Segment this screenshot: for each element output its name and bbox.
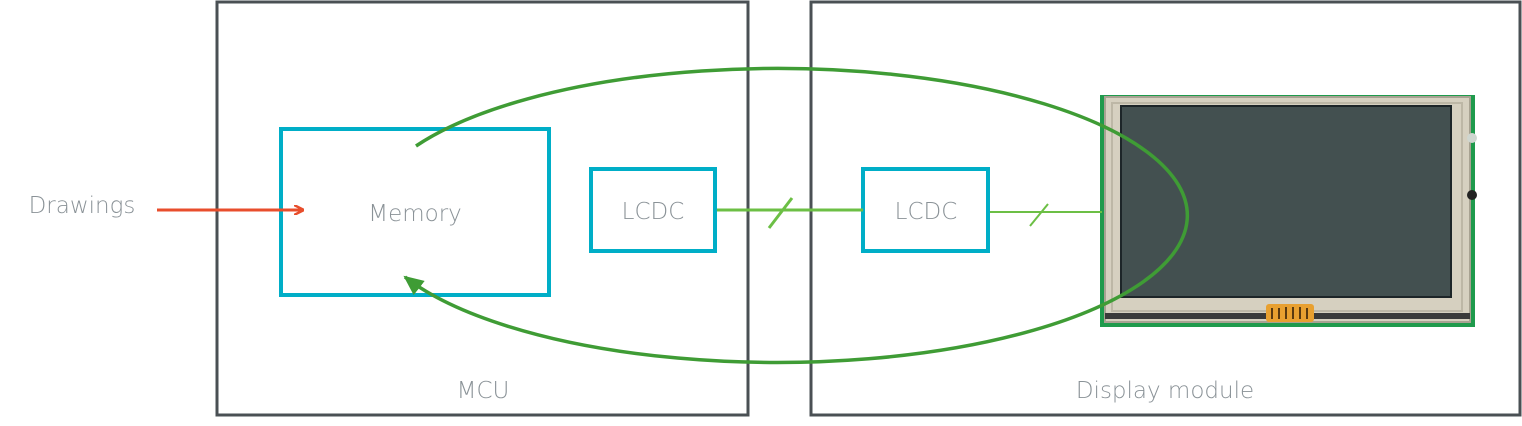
mcu-label: MCU: [457, 378, 510, 404]
bus-slash-1: [767, 197, 794, 229]
refresh-loop-arrow: [403, 66, 1190, 365]
memory-label: Memory: [368, 201, 462, 227]
bus-slash-2: [1029, 203, 1049, 227]
lcdc-mcu-block: [589, 167, 717, 253]
drawings-label: Drawings: [29, 193, 136, 219]
lcdc-mcu-label: LCDC: [622, 199, 685, 225]
display-module-label: Display module: [1076, 378, 1254, 404]
lcd-display-image: [1100, 95, 1477, 327]
lcdc-display-label: LCDC: [895, 199, 958, 225]
